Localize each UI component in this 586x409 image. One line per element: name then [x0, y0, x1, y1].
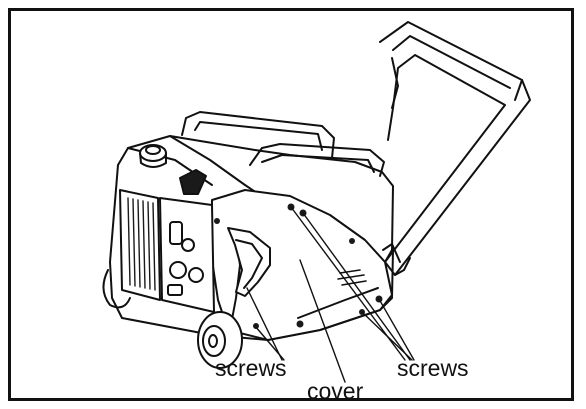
screws-label-left: screws: [215, 355, 287, 381]
front-grille: [127, 197, 156, 291]
top-carry-handle: [181, 111, 385, 177]
wheels: [102, 269, 243, 369]
panel-outlets: [167, 221, 204, 296]
fuel-cap: [139, 144, 167, 168]
leader-lines: [246, 206, 415, 383]
cover-grip: [227, 227, 271, 297]
cover-label: cover: [307, 378, 364, 404]
fuel-switch: [179, 169, 207, 195]
screws-label-right: screws: [397, 355, 469, 381]
folding-handle: [379, 21, 531, 276]
